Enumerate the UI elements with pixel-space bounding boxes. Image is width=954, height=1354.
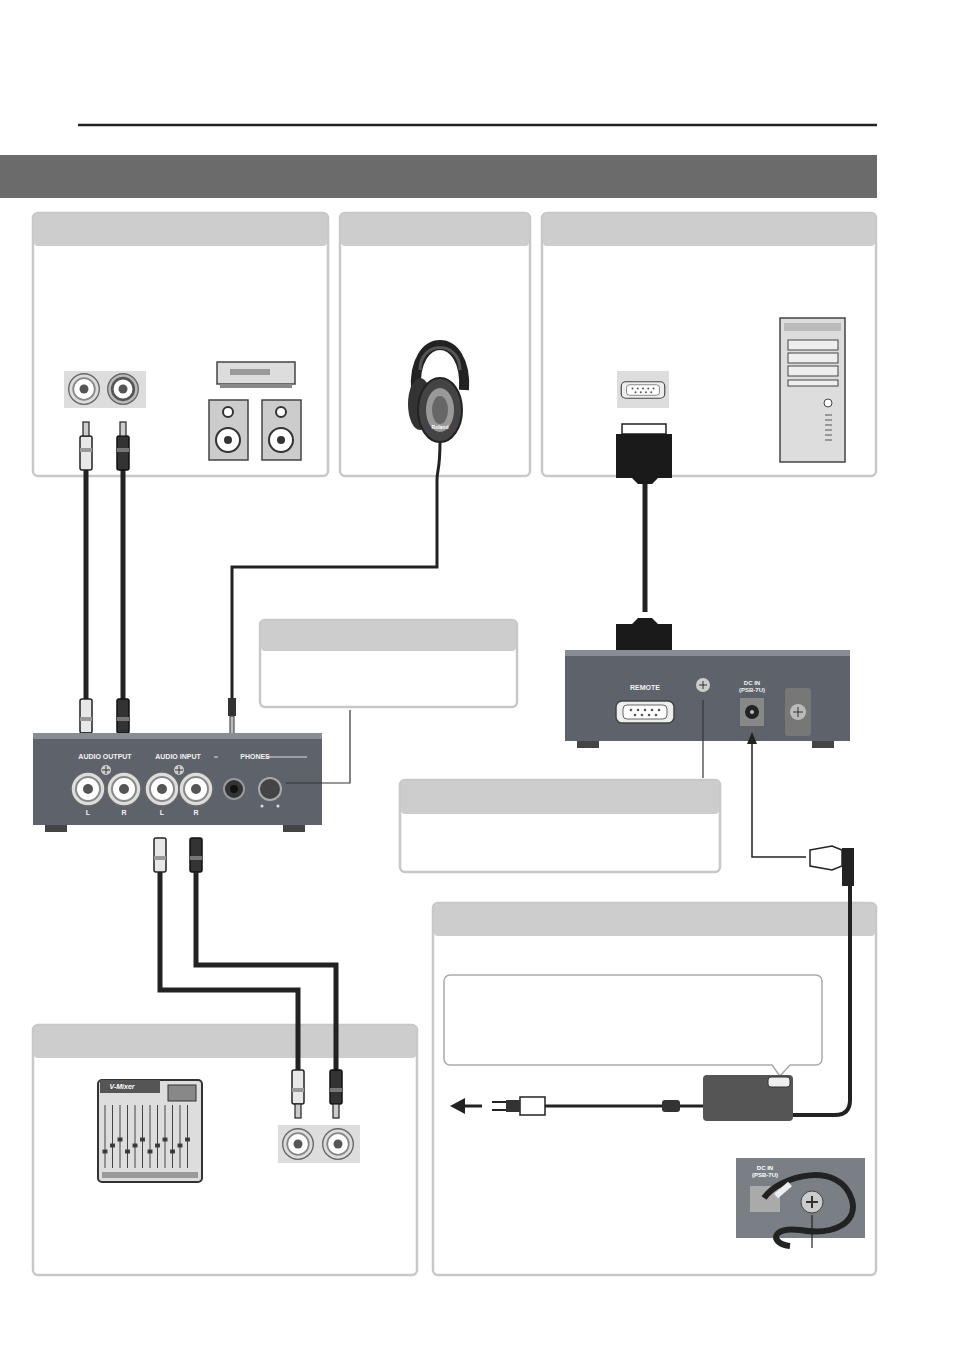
mixer-strip [120,1105,121,1168]
panel-label: L [86,809,90,817]
mixer-strip [135,1105,136,1168]
mixer-fader [118,1138,122,1141]
brand-mark: V-Mixer [109,1083,134,1091]
device-panel: AUDIO OUTPUT AUDIO INPUT PHONES L R L R [33,733,322,832]
jack-label: DC IN (PSB-7U) [748,1165,782,1178]
panel-label: PHONES [240,753,270,761]
device-panel: REMOTE DC IN (PSB-7U) [565,650,850,748]
panel-label: R [121,809,126,817]
mixer-fader [163,1138,167,1141]
mixer-strip [180,1105,181,1168]
mixer-fader [141,1138,145,1141]
panel-label: REMOTE [630,684,660,692]
mixer-strip [187,1105,188,1168]
mixer-strip [105,1105,106,1168]
mixer-strip [150,1105,151,1168]
mixer-fader [133,1144,137,1147]
mixer-strip [165,1105,166,1168]
mixer-strip [112,1105,113,1168]
mixer-fader [148,1150,152,1153]
panel-label: L [160,809,164,817]
brand-mark: Roland [432,425,449,431]
mixer-fader [156,1144,160,1147]
panel-label: AUDIO INPUT [155,753,201,761]
mixer-strip [127,1105,128,1168]
panel-label: AUDIO OUTPUT [78,753,131,761]
mixer-strip [142,1105,143,1168]
mixer-strip [157,1105,158,1168]
mixer-fader [178,1144,182,1147]
mixer-fader [111,1144,115,1147]
panel-label: R [193,809,198,817]
mixer-fader [171,1150,175,1153]
panel-label: DC IN (PSB-7U) [735,680,769,693]
mixer-fader [186,1138,190,1141]
mixer-strip [172,1105,173,1168]
mixer-fader [103,1150,107,1153]
mixer-fader [126,1150,130,1153]
